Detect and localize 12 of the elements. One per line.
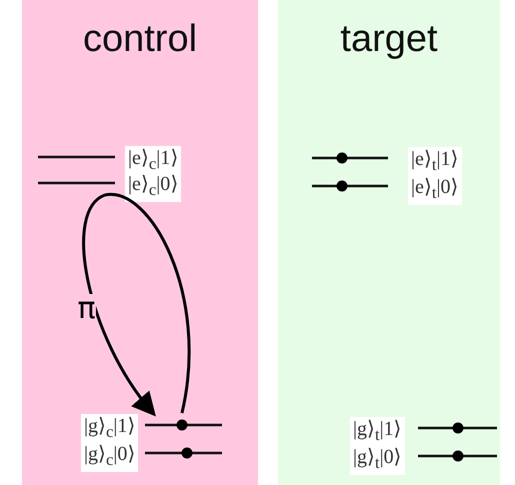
state-label: |e⟩$_{t}$|1⟩: [408, 147, 462, 177]
state-label: |g⟩$_{t}$|0⟩: [350, 445, 405, 475]
state-label: |e⟩$_{c}$|0⟩: [125, 172, 182, 202]
qubit-panel: [278, 0, 500, 485]
qubit-panel: [22, 0, 258, 485]
panel-heading: target: [339, 18, 439, 61]
state-label: |g⟩$_{c}$|0⟩: [81, 442, 138, 472]
state-label: |g⟩$_{c}$|1⟩: [81, 414, 138, 444]
state-label: |e⟩$_{t}$|0⟩: [408, 175, 462, 205]
transition-arrow: [82, 193, 191, 417]
state-label: |g⟩$_{t}$|1⟩: [350, 417, 405, 447]
panel-heading: control: [82, 18, 198, 61]
